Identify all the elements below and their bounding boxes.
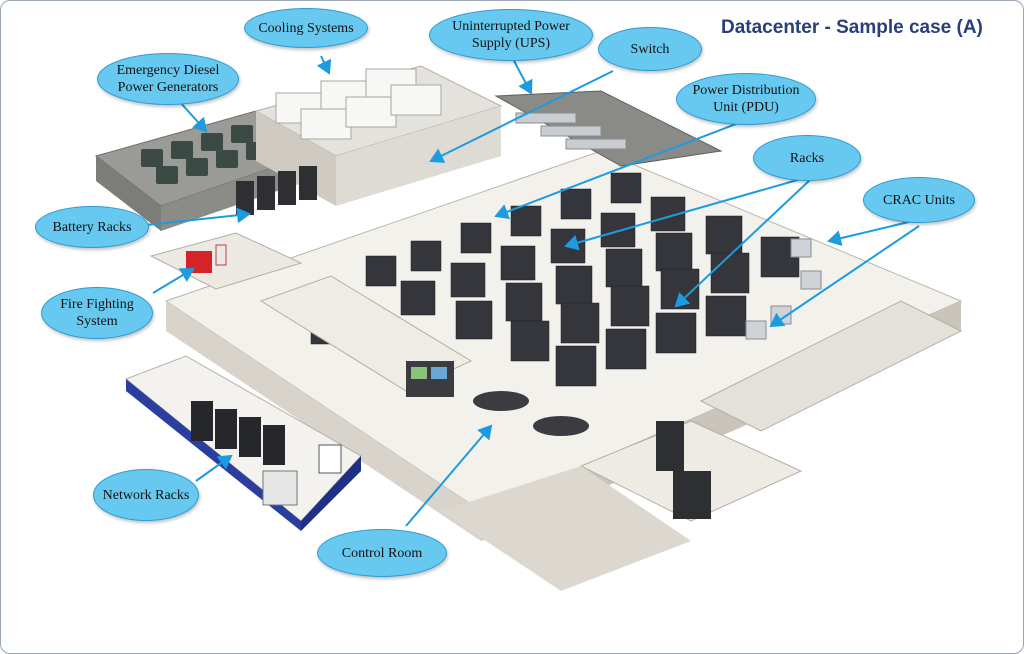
battery-area bbox=[236, 166, 317, 215]
ups-room bbox=[494, 90, 723, 167]
callout-arrows bbox=[145, 55, 920, 527]
callout-fire-fighting: Fire Fighting System bbox=[41, 287, 153, 339]
callout-generators: Emergency Diesel Power Generators bbox=[97, 53, 239, 105]
callout-cooling-systems-label: Cooling Systems bbox=[258, 20, 354, 36]
callout-ups-label: Uninterrupted Power Supply (UPS) bbox=[452, 19, 570, 51]
arrow-crac-1 bbox=[827, 220, 914, 247]
callout-battery-racks: Battery Racks bbox=[35, 206, 149, 248]
arrow-generators bbox=[178, 100, 208, 133]
arrow-switch bbox=[429, 70, 614, 163]
lower-right-rooms bbox=[441, 300, 963, 591]
callout-racks-label: Racks bbox=[789, 150, 825, 166]
callout-racks: Racks bbox=[753, 135, 861, 181]
callout-network-racks-label: Network Racks bbox=[102, 487, 190, 503]
arrow-crac-2 bbox=[769, 225, 920, 328]
callout-control-room-label: Control Room bbox=[341, 545, 423, 561]
callout-pdu-label: Power Distribution Unit (PDU) bbox=[692, 83, 800, 115]
callout-control-room: Control Room bbox=[317, 529, 447, 577]
arrow-fire bbox=[152, 267, 195, 294]
callout-switch-label: Switch bbox=[630, 41, 670, 57]
callout-crac-units: CRAC Units bbox=[863, 177, 975, 223]
callout-generators-label: Emergency Diesel Power Generators bbox=[116, 63, 220, 95]
callout-pdu: Power Distribution Unit (PDU) bbox=[676, 73, 816, 125]
callout-crac-units-label: CRAC Units bbox=[883, 192, 955, 208]
diagram-title: Datacenter - Sample case (A) bbox=[721, 17, 983, 38]
callout-network-racks: Network Racks bbox=[93, 469, 199, 521]
arrow-racks-1 bbox=[564, 178, 802, 251]
arrow-racks-2 bbox=[674, 178, 812, 308]
arrow-control bbox=[405, 424, 493, 527]
callout-ups: Uninterrupted Power Supply (UPS) bbox=[429, 9, 593, 61]
arrow-ups bbox=[512, 58, 533, 95]
callout-switch: Switch bbox=[598, 27, 702, 71]
network-room bbox=[125, 355, 362, 531]
arrow-battery bbox=[145, 207, 251, 226]
arrow-network bbox=[195, 454, 233, 482]
server-racks bbox=[310, 172, 800, 387]
callout-battery-racks-label: Battery Racks bbox=[52, 219, 132, 235]
control-room bbox=[259, 275, 589, 436]
arrow-cooling bbox=[316, 55, 332, 75]
arrow-pdu bbox=[494, 118, 750, 220]
callout-cooling-systems: Cooling Systems bbox=[244, 8, 368, 48]
callout-fire-fighting-label: Fire Fighting System bbox=[60, 297, 134, 329]
